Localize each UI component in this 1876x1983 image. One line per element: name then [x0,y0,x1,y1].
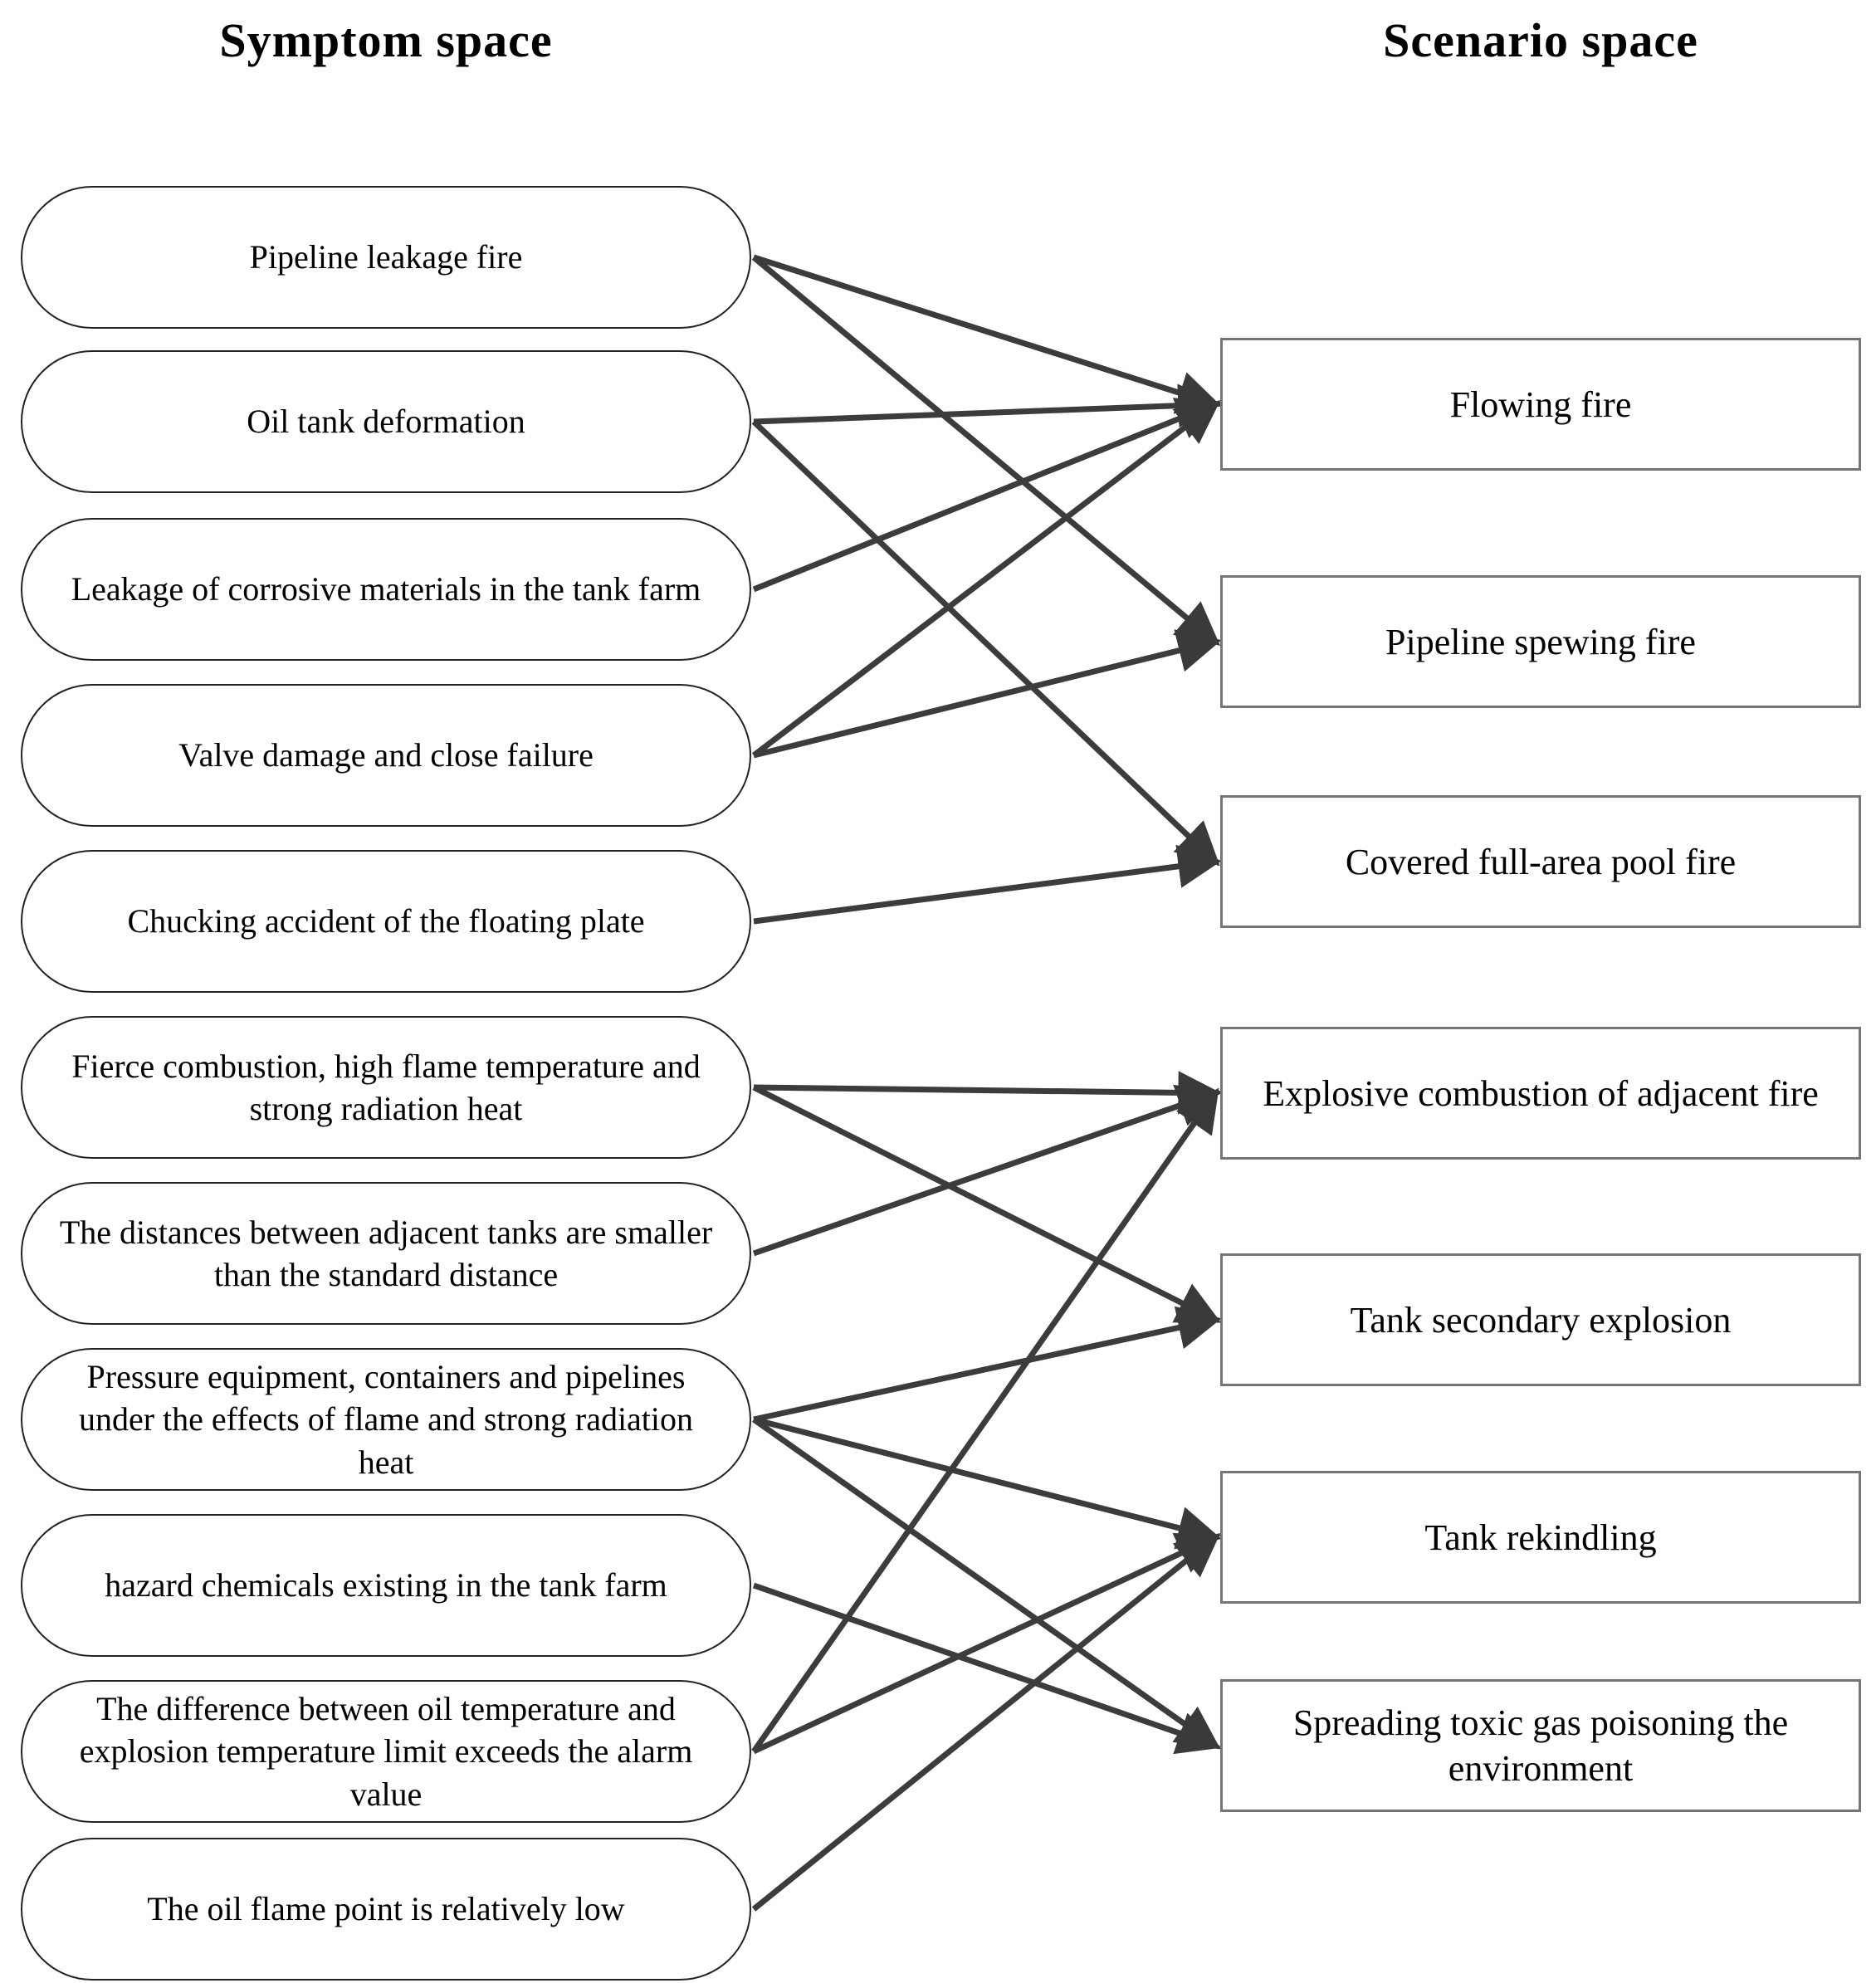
symptom-pill-s6: Fierce combustion, high flame temperatur… [21,1016,751,1159]
symptom-pill-s4: Valve damage and close failure [21,684,751,827]
arrow-s1-t2 [751,255,1221,647]
scenario-box-t1: Flowing fire [1220,338,1861,471]
scenario-box-t3: Covered full-area pool fire [1220,795,1861,928]
symptom-pill-s8: Pressure equipment, containers and pipel… [21,1348,751,1491]
arrow-s10-t4 [751,1087,1219,1754]
arrow-s8-t7 [751,1417,1221,1750]
symptom-pill-s1: Pipeline leakage fire [21,186,751,329]
symptom-pill-s3: Leakage of corrosive materials in the ta… [21,518,751,661]
arrow-s8-t6 [753,1416,1222,1550]
scenario-space-title: Scenario space [1383,12,1698,67]
symptom-pill-s7: The distances between adjacent tanks are… [21,1182,751,1325]
arrow-s2-t3 [751,419,1220,867]
scenario-box-t6: Tank rekindling [1220,1471,1861,1604]
symptom-pill-s9: hazard chemicals existing in the tank fa… [21,1514,751,1657]
arrow-s8-t5 [753,1306,1222,1423]
arrow-s4-t2 [753,629,1222,759]
arrow-s4-t1 [751,400,1221,758]
scenario-box-t5: Tank secondary explosion [1220,1253,1861,1386]
arrow-s6-t4 [753,1071,1222,1115]
arrow-s1-t1 [752,254,1222,414]
arrow-s6-t5 [752,1084,1222,1323]
scenario-box-t7: Spreading toxic gas poisoning the enviro… [1220,1679,1861,1812]
symptom-space-title: Symptom space [219,12,553,67]
symptom-pill-s2: Oil tank deformation [21,350,751,493]
arrow-s3-t1 [752,398,1222,593]
scenario-box-t4: Explosive combustion of adjacent fire [1220,1027,1861,1160]
symptom-pill-s10: The difference between oil temperature a… [21,1680,751,1823]
arrow-s7-t4 [752,1084,1222,1257]
symptom-pill-s5: Chucking accident of the floating plate [21,850,751,993]
arrow-s11-t6 [751,1533,1221,1912]
symptom-pill-s11: The oil flame point is relatively low [21,1838,751,1981]
arrow-s9-t7 [752,1582,1222,1755]
arrow-s10-t6 [752,1532,1222,1755]
scenario-box-t2: Pipeline spewing fire [1220,575,1861,708]
arrow-s5-t3 [753,844,1222,925]
arrow-s2-t1 [753,383,1222,427]
